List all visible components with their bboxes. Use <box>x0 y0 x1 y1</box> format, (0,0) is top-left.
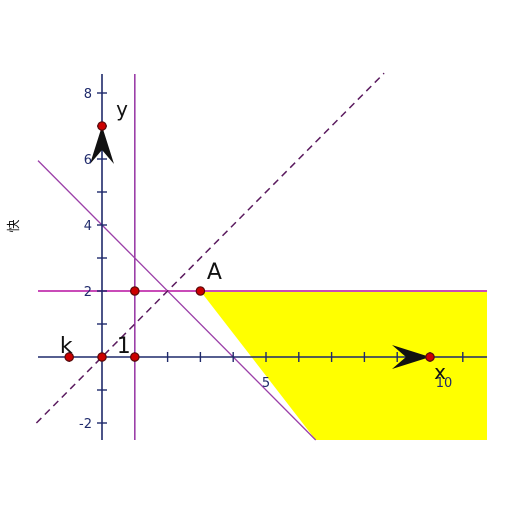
points-group <box>64 121 435 362</box>
point <box>425 352 435 362</box>
y-tick-label: 4 <box>84 219 92 234</box>
x-tick-label: 5 <box>262 376 270 391</box>
y-tick-label: -2 <box>79 417 92 432</box>
y-axis-label: y <box>116 97 128 121</box>
line-x1-label: 1 <box>117 334 131 359</box>
x-axis-label: x <box>434 360 446 384</box>
point <box>130 352 140 362</box>
line-x-plus-y-eq-4 <box>37 160 317 441</box>
dashed-line-y-eq-x <box>35 72 385 424</box>
y-tick-label: 6 <box>84 153 92 168</box>
y-axis-ticks <box>97 92 107 424</box>
point-a-label: A <box>207 260 222 285</box>
shaded-region <box>200 291 487 440</box>
y-tick-label: 8 <box>84 87 92 102</box>
point <box>97 121 107 131</box>
point-a <box>195 286 206 296</box>
point <box>97 352 107 362</box>
x-tick-label: 10 <box>436 376 453 391</box>
point-k <box>64 352 74 362</box>
y-tick-label: 2 <box>84 285 92 300</box>
x-axis-arrow-icon <box>392 345 430 369</box>
point <box>130 286 140 296</box>
y-axis-arrow-icon <box>90 126 114 164</box>
side-character: 快 <box>7 219 22 232</box>
